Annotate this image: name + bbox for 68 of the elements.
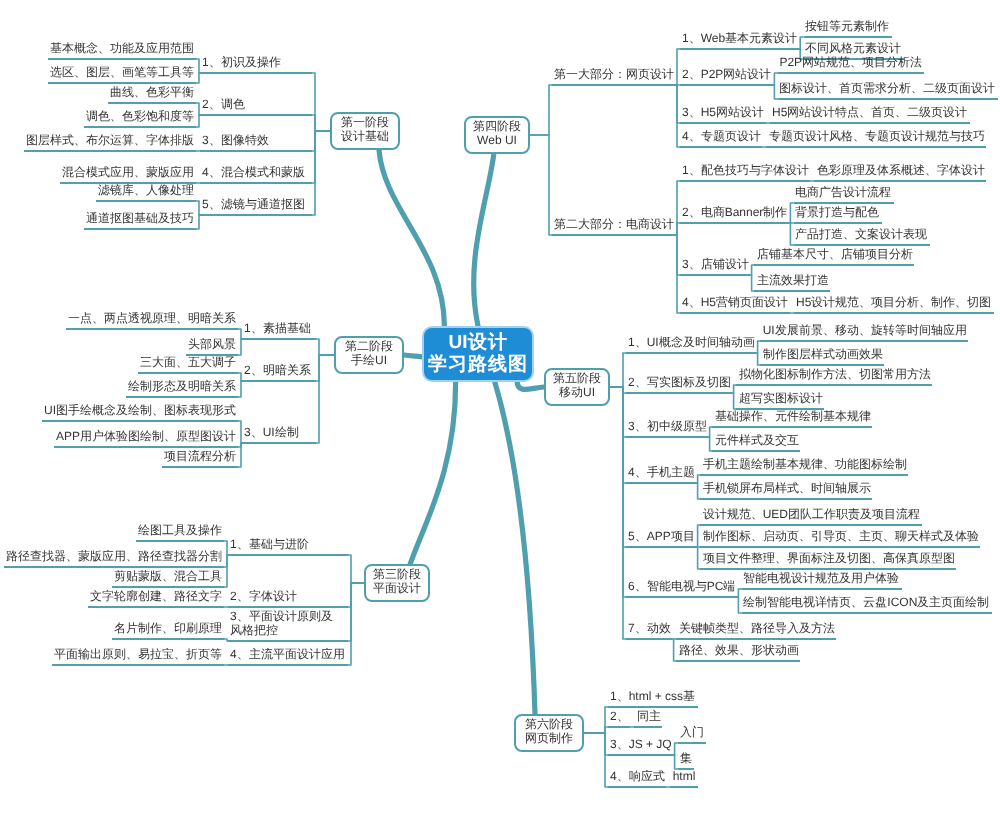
branch-line — [195, 58, 201, 74]
curved-connector — [492, 379, 538, 717]
branch-line — [798, 48, 804, 60]
branch-line — [761, 146, 768, 148]
branch-line — [672, 742, 679, 756]
curved-connector — [407, 379, 459, 567]
branch-line — [695, 546, 702, 570]
branch-line — [223, 554, 229, 588]
branch-line — [237, 328, 243, 340]
branch-line — [772, 72, 779, 86]
branch-line — [736, 596, 743, 614]
branch-line — [675, 48, 681, 86]
branch-line — [237, 338, 243, 356]
branch-line — [223, 606, 229, 608]
branch-line — [195, 182, 201, 184]
branch-line — [529, 134, 553, 236]
branch-line — [195, 214, 201, 230]
branch-line — [237, 442, 243, 448]
branch-line — [223, 540, 229, 556]
branch-line — [671, 638, 678, 662]
branch-line — [195, 150, 201, 152]
branch-line — [809, 180, 816, 182]
branch-line — [583, 732, 609, 788]
branch-line — [195, 200, 201, 216]
branch-line — [195, 114, 201, 128]
branch-line — [749, 264, 756, 276]
curved-connector — [401, 352, 425, 360]
curved-connector — [471, 151, 497, 329]
branch-line — [765, 122, 771, 124]
branch-line — [672, 754, 679, 770]
branch-line — [195, 72, 201, 84]
branch-line — [707, 426, 714, 438]
title-text: UI设计 — [448, 332, 508, 354]
branch-line — [195, 102, 201, 116]
branch-line — [695, 524, 702, 548]
branch-line — [665, 786, 672, 788]
branch-line — [675, 234, 681, 314]
branch-line — [707, 436, 714, 452]
branch-line — [749, 274, 756, 292]
branch-line — [237, 420, 243, 444]
branch-line — [736, 588, 743, 598]
branch-line — [347, 582, 365, 666]
branch-line — [237, 380, 243, 398]
branch-line — [237, 442, 243, 468]
branch-line — [755, 352, 762, 366]
branch-line — [609, 386, 627, 640]
branch-line — [223, 664, 229, 666]
title-text: 学习路线图 — [428, 354, 528, 376]
branch-line — [755, 340, 762, 354]
branch-line — [798, 36, 804, 50]
branch-line — [675, 222, 681, 236]
branch-line — [695, 474, 702, 484]
branch-line — [223, 638, 229, 642]
branch-line — [629, 726, 636, 728]
branch-line — [731, 384, 738, 394]
branch-line — [731, 392, 738, 410]
branch-line — [237, 372, 243, 382]
curved-connector — [376, 147, 447, 329]
branch-line — [695, 482, 702, 500]
branch-line — [788, 222, 795, 246]
branch-line — [315, 354, 335, 444]
branch-line — [311, 130, 331, 216]
branch-line — [788, 202, 795, 224]
branch-line — [675, 84, 681, 148]
branch-line — [789, 312, 795, 314]
central-topic-box — [422, 326, 534, 382]
branch-line — [772, 84, 779, 100]
curved-connector — [514, 379, 547, 392]
